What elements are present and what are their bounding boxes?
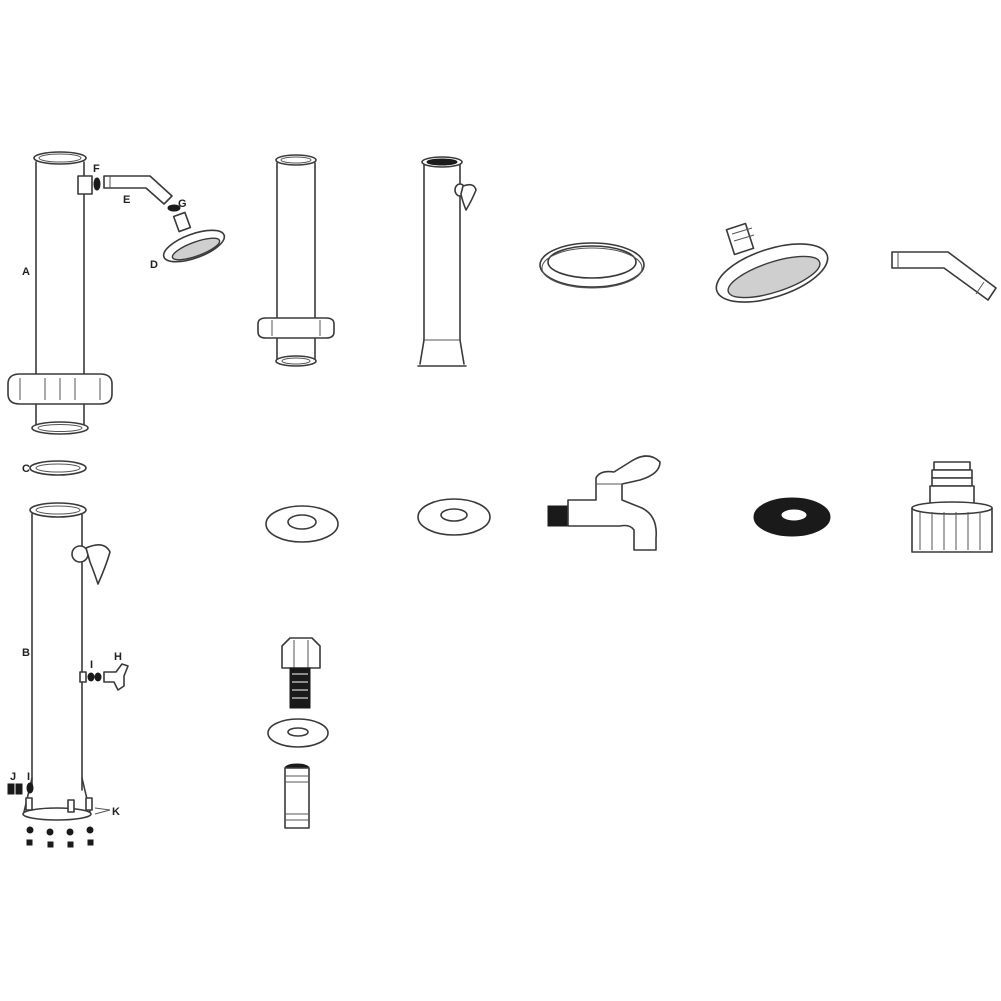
washer-base-icon	[267, 718, 329, 748]
label-k: K	[112, 806, 120, 818]
label-d: D	[150, 259, 158, 271]
label-i-base: I	[27, 771, 30, 783]
threaded-nipple-icon	[284, 763, 310, 829]
label-g: G	[178, 198, 187, 210]
label-j: J	[10, 771, 16, 783]
tap-h-icon	[547, 455, 661, 551]
upper-column-part-a-icon	[257, 154, 335, 367]
shower-arm-e-icon	[891, 251, 997, 301]
label-a: A	[22, 266, 30, 278]
washer-i-icon	[417, 498, 491, 536]
shower-head-d-icon	[715, 222, 829, 303]
washer-k-icon	[753, 497, 831, 537]
assembly-upper-column	[7, 151, 226, 435]
label-b: B	[22, 647, 30, 659]
label-f: F	[93, 163, 100, 175]
label-c: C	[22, 463, 30, 475]
label-i-tap: I	[90, 659, 93, 671]
assembly-lower-column	[7, 502, 129, 848]
hose-connector-icon	[911, 461, 993, 553]
label-h: H	[114, 651, 122, 663]
lower-column-part-b-icon	[417, 156, 477, 367]
bolt-j-icon	[281, 637, 321, 709]
label-e: E	[123, 194, 130, 206]
washer-g-icon	[265, 505, 339, 543]
seal-ring-c-icon	[539, 242, 645, 289]
assembly-seal-ring-c	[29, 460, 87, 476]
